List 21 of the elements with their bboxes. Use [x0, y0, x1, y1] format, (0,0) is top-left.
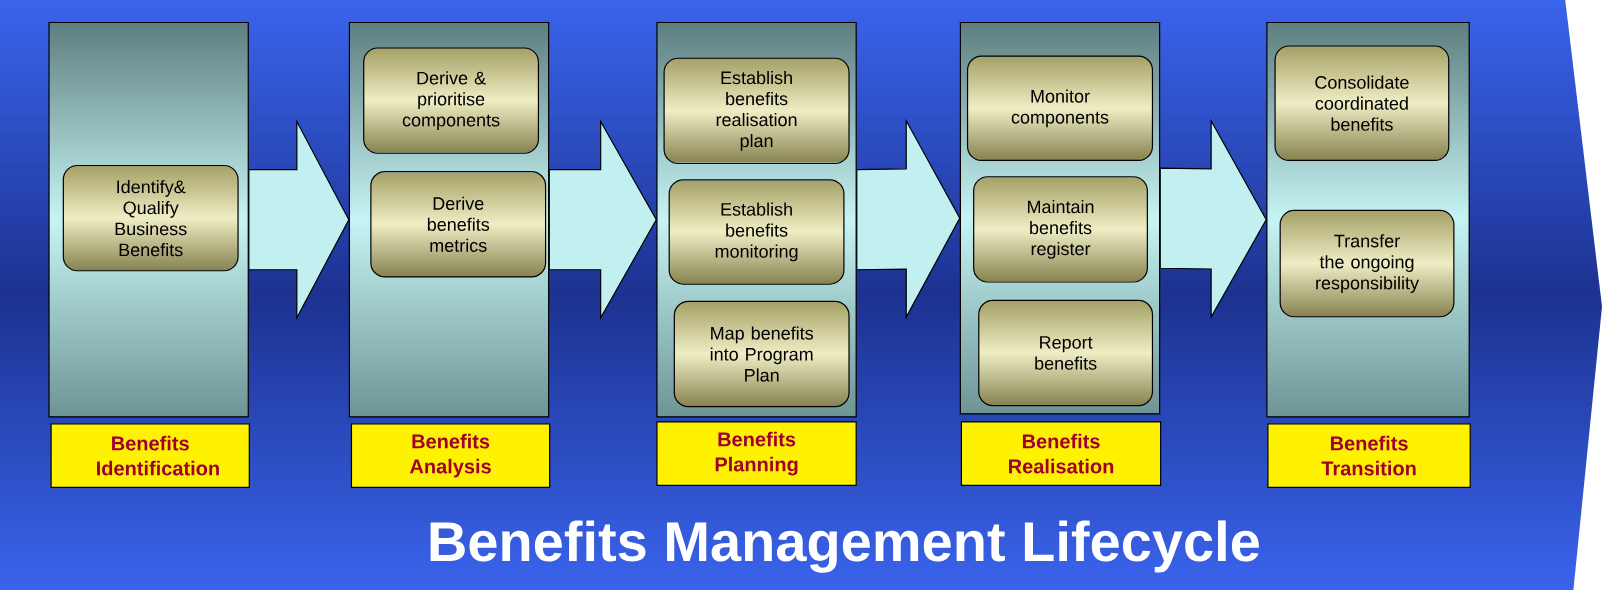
- process-box: Derive & prioritise components: [363, 47, 539, 154]
- process-box: Report benefits: [978, 299, 1154, 407]
- phase-label: Benefits Realisation: [960, 421, 1162, 486]
- process-box: Establish benefits realisation plan: [663, 57, 850, 165]
- process-box: Identify& Qualify Business Benefits: [62, 164, 239, 272]
- block-arrow: [1159, 118, 1267, 320]
- block-arrow: [856, 118, 961, 320]
- process-box: Map benefits into Program Plan: [673, 300, 850, 408]
- process-box: Derive benefits metrics: [370, 171, 547, 278]
- process-box: Monitor components: [966, 55, 1154, 161]
- phase-label: Benefits Planning: [656, 421, 857, 486]
- phase-label: Benefits Identification: [50, 423, 250, 488]
- process-box: Consolidate coordinated benefits: [1274, 45, 1450, 161]
- phase-label: Benefits Analysis: [350, 423, 551, 488]
- block-arrow: [248, 119, 350, 321]
- process-box: Transfer the ongoing responsibility: [1279, 209, 1455, 318]
- process-box: Maintain benefits register: [973, 176, 1148, 283]
- block-arrow: [548, 119, 658, 321]
- title: Benefits Management Lifecycle: [430, 520, 1259, 573]
- phase-label: Benefits Transition: [1267, 423, 1471, 488]
- process-box: Establish benefits monitoring: [668, 179, 845, 285]
